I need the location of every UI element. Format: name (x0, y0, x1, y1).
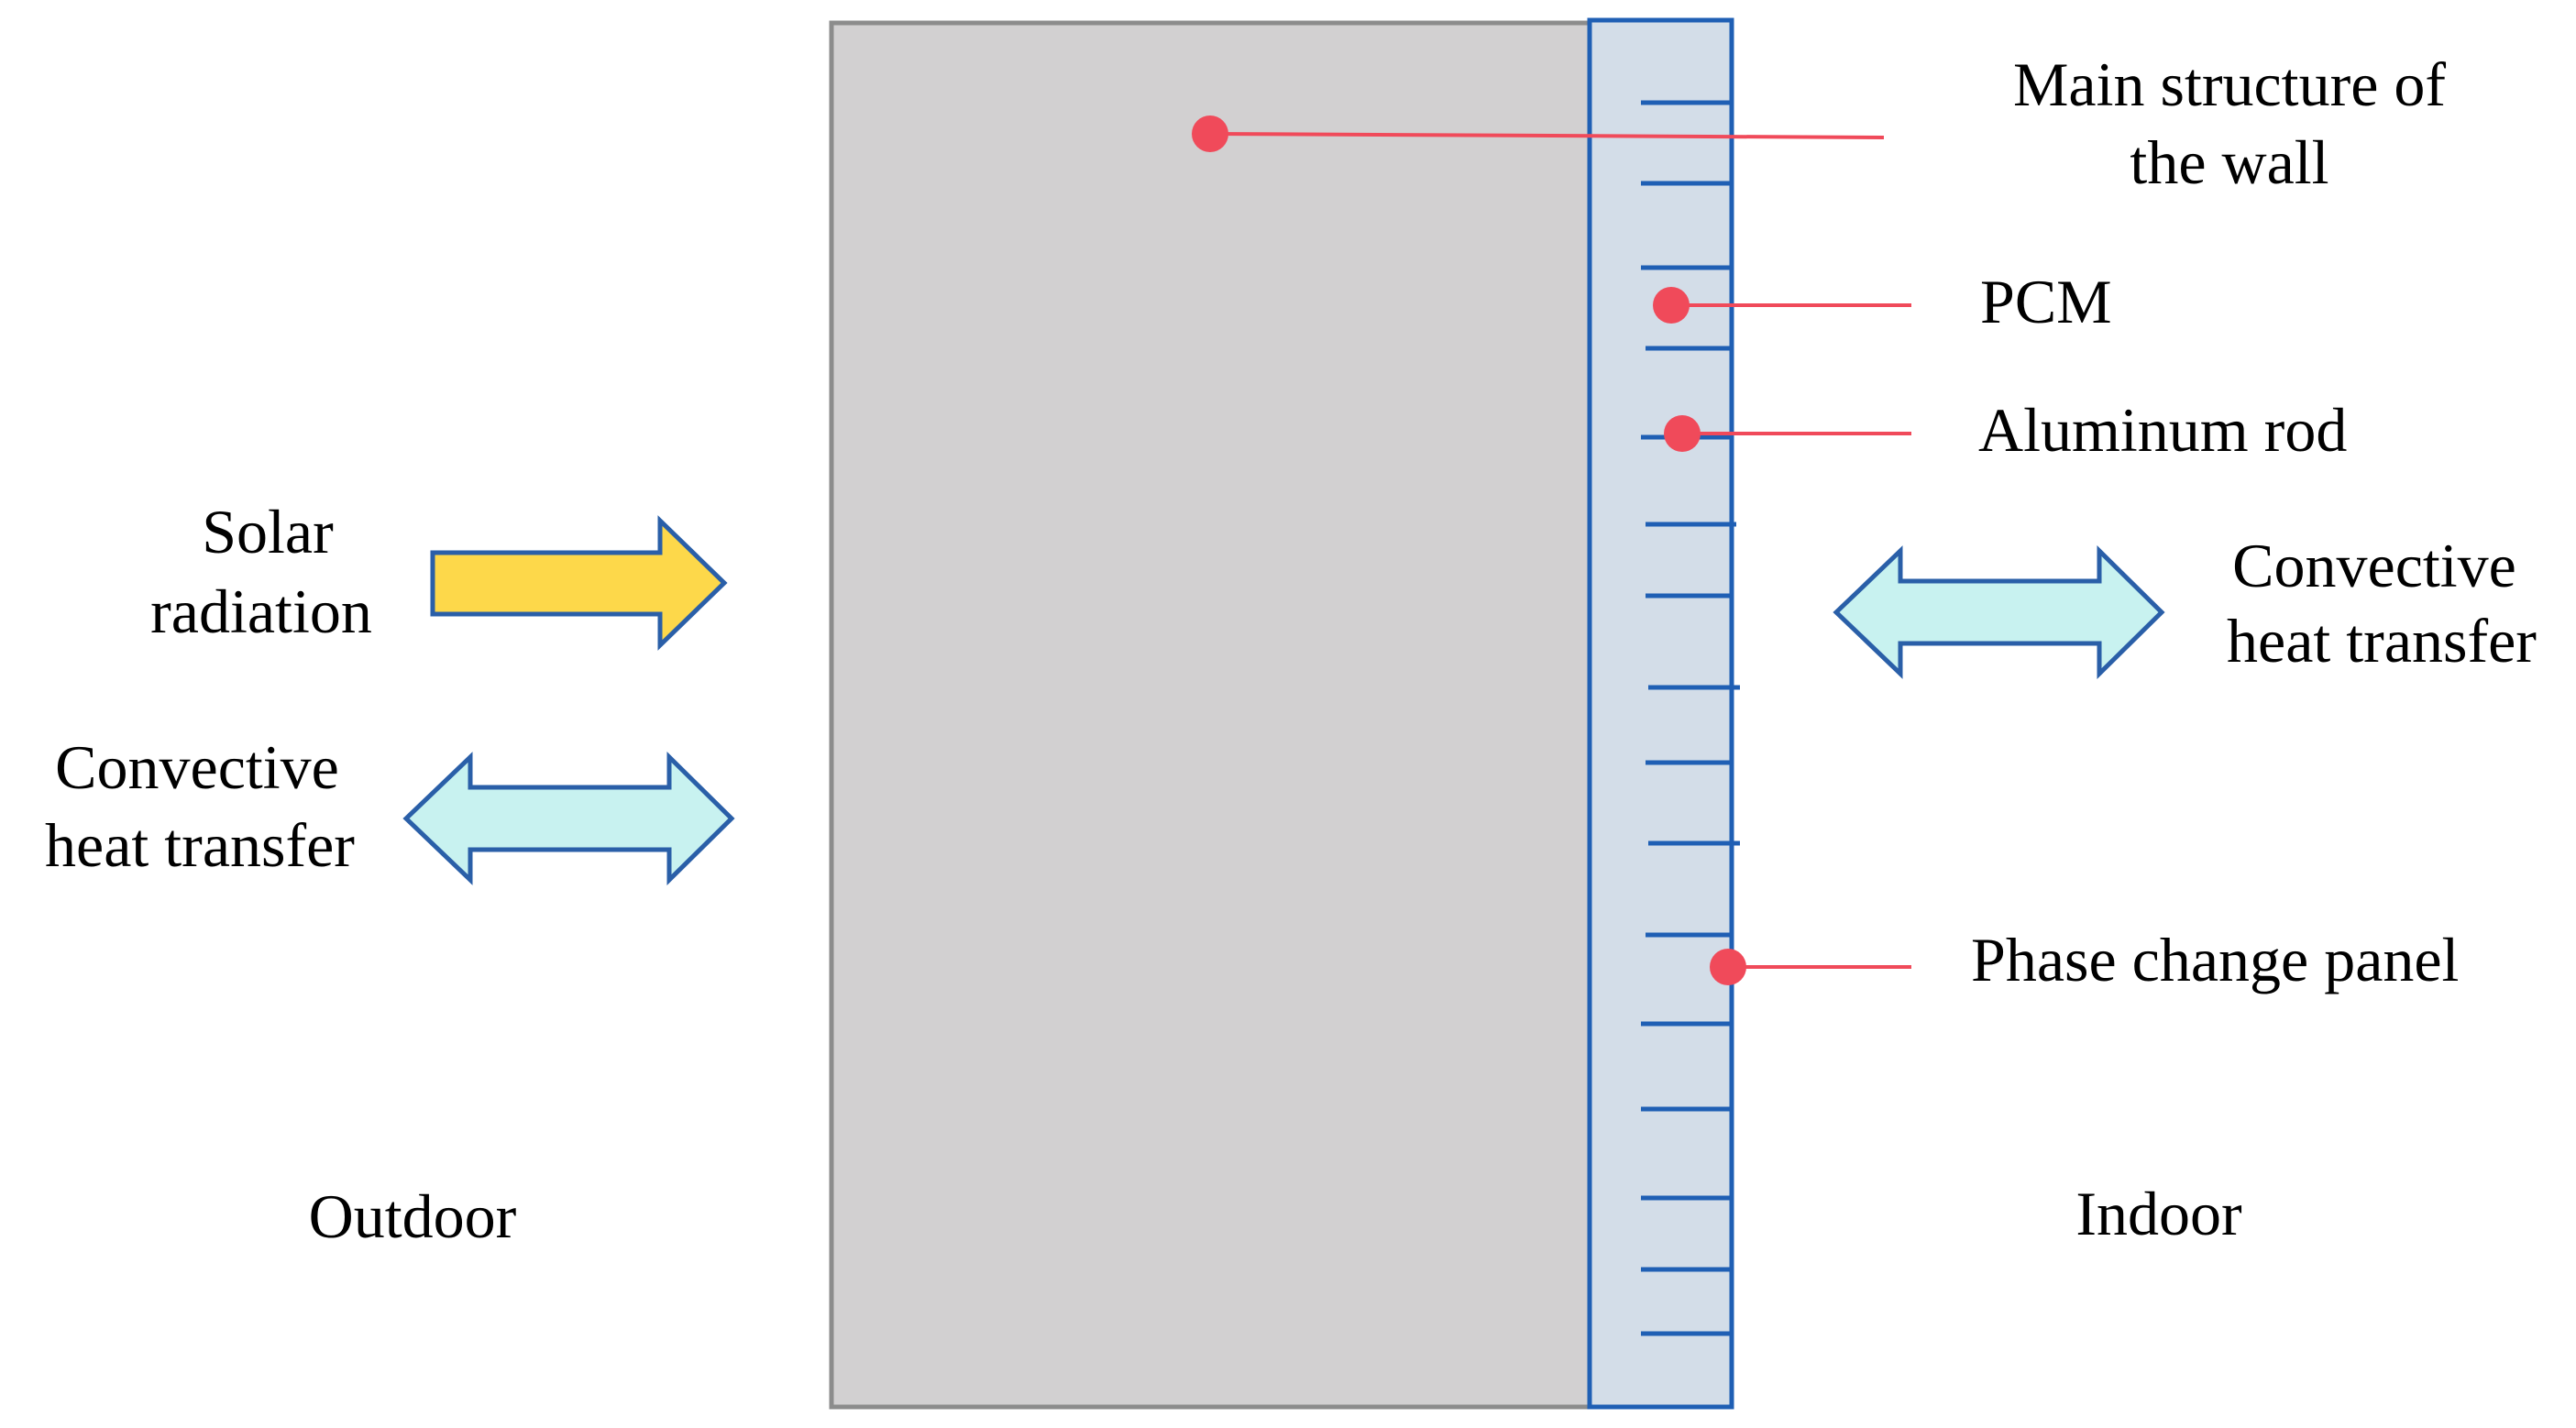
label-outdoor: Outdoor (309, 1181, 517, 1251)
label-convective-left-line1: Convective (55, 732, 339, 802)
label-solar-line2: radiation (150, 577, 372, 646)
phase-change-panel (1587, 17, 1734, 1410)
leader-aluminum-rod (1664, 415, 1911, 452)
label-aluminum-rod: Aluminum rod (1978, 395, 2347, 465)
leader-dot (1192, 115, 1228, 152)
convective-arrow-right (1833, 545, 2165, 679)
label-solar-line1: Solar (202, 497, 334, 566)
leader-main-structure (1192, 115, 1885, 152)
solar-radiation-arrow (430, 515, 728, 651)
label-phase-change-panel: Phase change panel (1971, 925, 2459, 994)
wall-main-structure (829, 20, 1592, 1410)
label-convective-left-line2: heat transfer (45, 810, 355, 880)
leader-dot (1653, 287, 1690, 324)
label-indoor: Indoor (2075, 1179, 2242, 1248)
leader-pcm (1653, 287, 1911, 324)
label-main-structure-line2: the wall (2130, 127, 2328, 197)
label-convective-right-line2: heat transfer (2227, 606, 2537, 676)
leader-dot (1710, 949, 1746, 985)
leader-dot (1664, 415, 1701, 452)
label-convective-right-line1: Convective (2232, 531, 2516, 600)
leader-phase-change-panel (1710, 949, 1911, 985)
label-pcm: PCM (1980, 267, 2112, 336)
label-main-structure-line1: Main structure of (2013, 49, 2446, 119)
aluminum-rods (1641, 100, 1740, 1336)
convective-arrow-left (402, 752, 735, 885)
